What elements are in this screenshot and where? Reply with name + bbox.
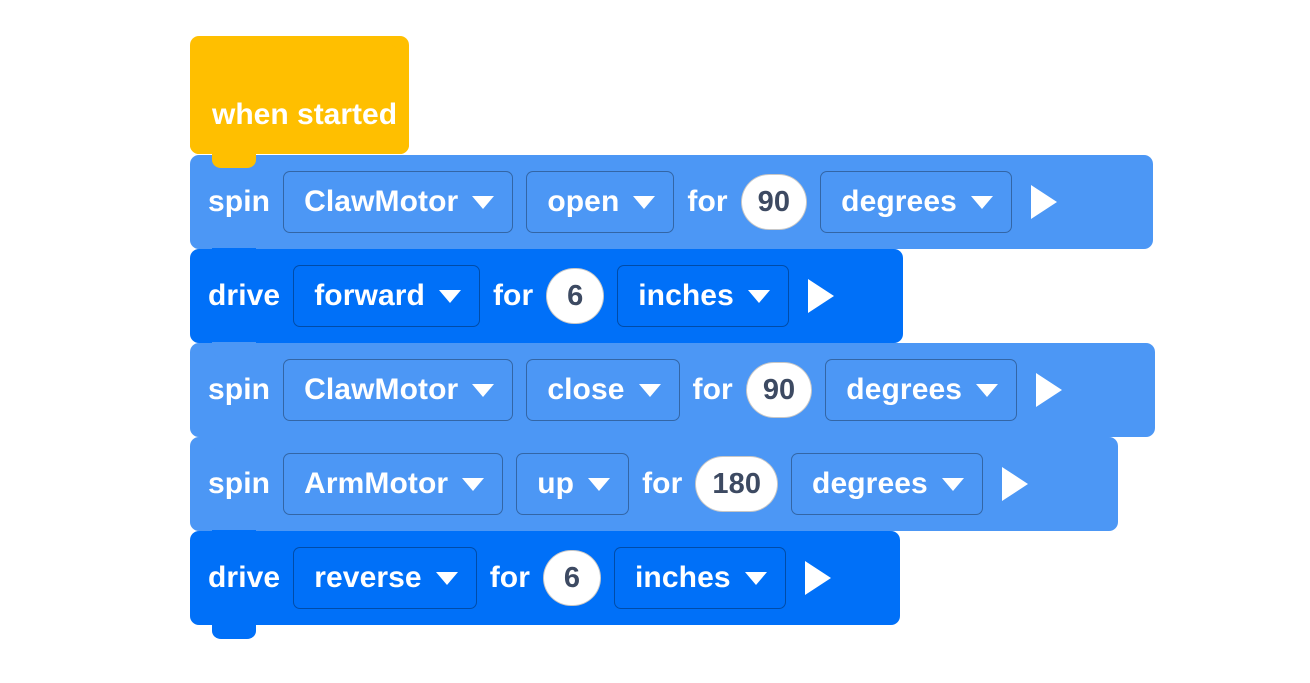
chevron-down-icon bbox=[970, 195, 993, 209]
device-dropdown-value: ClawMotor bbox=[304, 373, 459, 406]
device-dropdown-clawmotor[interactable]: ClawMotor bbox=[283, 171, 514, 233]
event-block-when-started[interactable]: when started bbox=[190, 36, 409, 168]
for-label: for bbox=[687, 185, 728, 218]
chevron-down-icon bbox=[744, 571, 767, 585]
unit-dropdown-inches[interactable]: inches bbox=[614, 547, 786, 609]
block-verb-label: spin bbox=[208, 185, 271, 218]
direction-dropdown-close[interactable]: close bbox=[526, 359, 680, 421]
direction-dropdown-forward[interactable]: forward bbox=[293, 265, 480, 327]
play-icon[interactable] bbox=[1030, 185, 1057, 219]
device-dropdown-armmotor[interactable]: ArmMotor bbox=[283, 453, 504, 515]
device-dropdown-value: ArmMotor bbox=[304, 467, 449, 500]
amount-input[interactable]: 180 bbox=[695, 456, 779, 512]
amount-input[interactable]: 90 bbox=[745, 362, 813, 418]
block-drive-forward[interactable]: drive forward for 6 inches bbox=[190, 248, 903, 357]
play-icon[interactable] bbox=[1001, 467, 1028, 501]
direction-dropdown-value: open bbox=[547, 185, 620, 218]
play-icon[interactable] bbox=[804, 561, 831, 595]
chevron-down-icon bbox=[435, 571, 458, 585]
for-label: for bbox=[692, 373, 733, 406]
unit-dropdown-degrees[interactable]: degrees bbox=[791, 453, 983, 515]
block-top-notch bbox=[212, 436, 256, 451]
for-label: for bbox=[642, 467, 683, 500]
block-verb-label: spin bbox=[208, 373, 271, 406]
block-spin-clawmotor-open[interactable]: spin ClawMotor open for 90 degrees bbox=[190, 154, 1153, 263]
amount-input[interactable]: 90 bbox=[740, 174, 808, 230]
chevron-down-icon bbox=[438, 289, 461, 303]
chevron-down-icon bbox=[472, 195, 495, 209]
chevron-down-icon bbox=[976, 383, 999, 397]
unit-dropdown-value: inches bbox=[635, 561, 731, 594]
block-top-notch bbox=[212, 530, 256, 545]
direction-dropdown-open[interactable]: open bbox=[526, 171, 675, 233]
direction-dropdown-reverse[interactable]: reverse bbox=[293, 547, 477, 609]
unit-dropdown-degrees[interactable]: degrees bbox=[820, 171, 1012, 233]
block-verb-label: spin bbox=[208, 467, 271, 500]
chevron-down-icon bbox=[462, 477, 485, 491]
block-spin-clawmotor-close[interactable]: spin ClawMotor close for 90 degrees bbox=[190, 342, 1155, 451]
unit-dropdown-value: degrees bbox=[846, 373, 963, 406]
device-dropdown-value: ClawMotor bbox=[304, 185, 459, 218]
direction-dropdown-value: reverse bbox=[314, 561, 422, 594]
unit-dropdown-degrees[interactable]: degrees bbox=[825, 359, 1018, 421]
block-drive-reverse[interactable]: drive reverse for 6 inches bbox=[190, 530, 900, 639]
unit-dropdown-value: degrees bbox=[812, 467, 928, 500]
hat-body-shape bbox=[190, 82, 409, 154]
chevron-down-icon bbox=[588, 477, 611, 491]
amount-input[interactable]: 6 bbox=[543, 550, 601, 606]
direction-dropdown-up[interactable]: up bbox=[516, 453, 630, 515]
chevron-down-icon bbox=[747, 289, 770, 303]
event-block-label: when started bbox=[212, 98, 398, 131]
for-label: for bbox=[489, 561, 530, 594]
block-spin-armmotor-up[interactable]: spin ArmMotor up for 180 degrees bbox=[190, 436, 1118, 545]
unit-dropdown-value: inches bbox=[638, 279, 734, 312]
device-dropdown-clawmotor[interactable]: ClawMotor bbox=[283, 359, 514, 421]
block-verb-label: drive bbox=[208, 561, 281, 594]
play-icon[interactable] bbox=[1036, 373, 1063, 407]
amount-input[interactable]: 6 bbox=[546, 268, 605, 324]
block-bottom-tab bbox=[212, 624, 256, 639]
hat-bottom-tab bbox=[212, 153, 256, 168]
chevron-down-icon bbox=[638, 383, 661, 397]
block-verb-label: drive bbox=[208, 279, 281, 312]
for-label: for bbox=[492, 279, 534, 312]
chevron-down-icon bbox=[941, 477, 964, 491]
direction-dropdown-value: forward bbox=[314, 279, 425, 312]
play-icon[interactable] bbox=[807, 279, 834, 313]
direction-dropdown-value: close bbox=[547, 373, 625, 406]
chevron-down-icon bbox=[633, 195, 656, 209]
unit-dropdown-value: degrees bbox=[841, 185, 957, 218]
chevron-down-icon bbox=[472, 383, 495, 397]
block-top-notch bbox=[212, 342, 256, 357]
unit-dropdown-inches[interactable]: inches bbox=[617, 265, 789, 327]
direction-dropdown-value: up bbox=[537, 467, 575, 500]
block-top-notch bbox=[212, 248, 256, 263]
